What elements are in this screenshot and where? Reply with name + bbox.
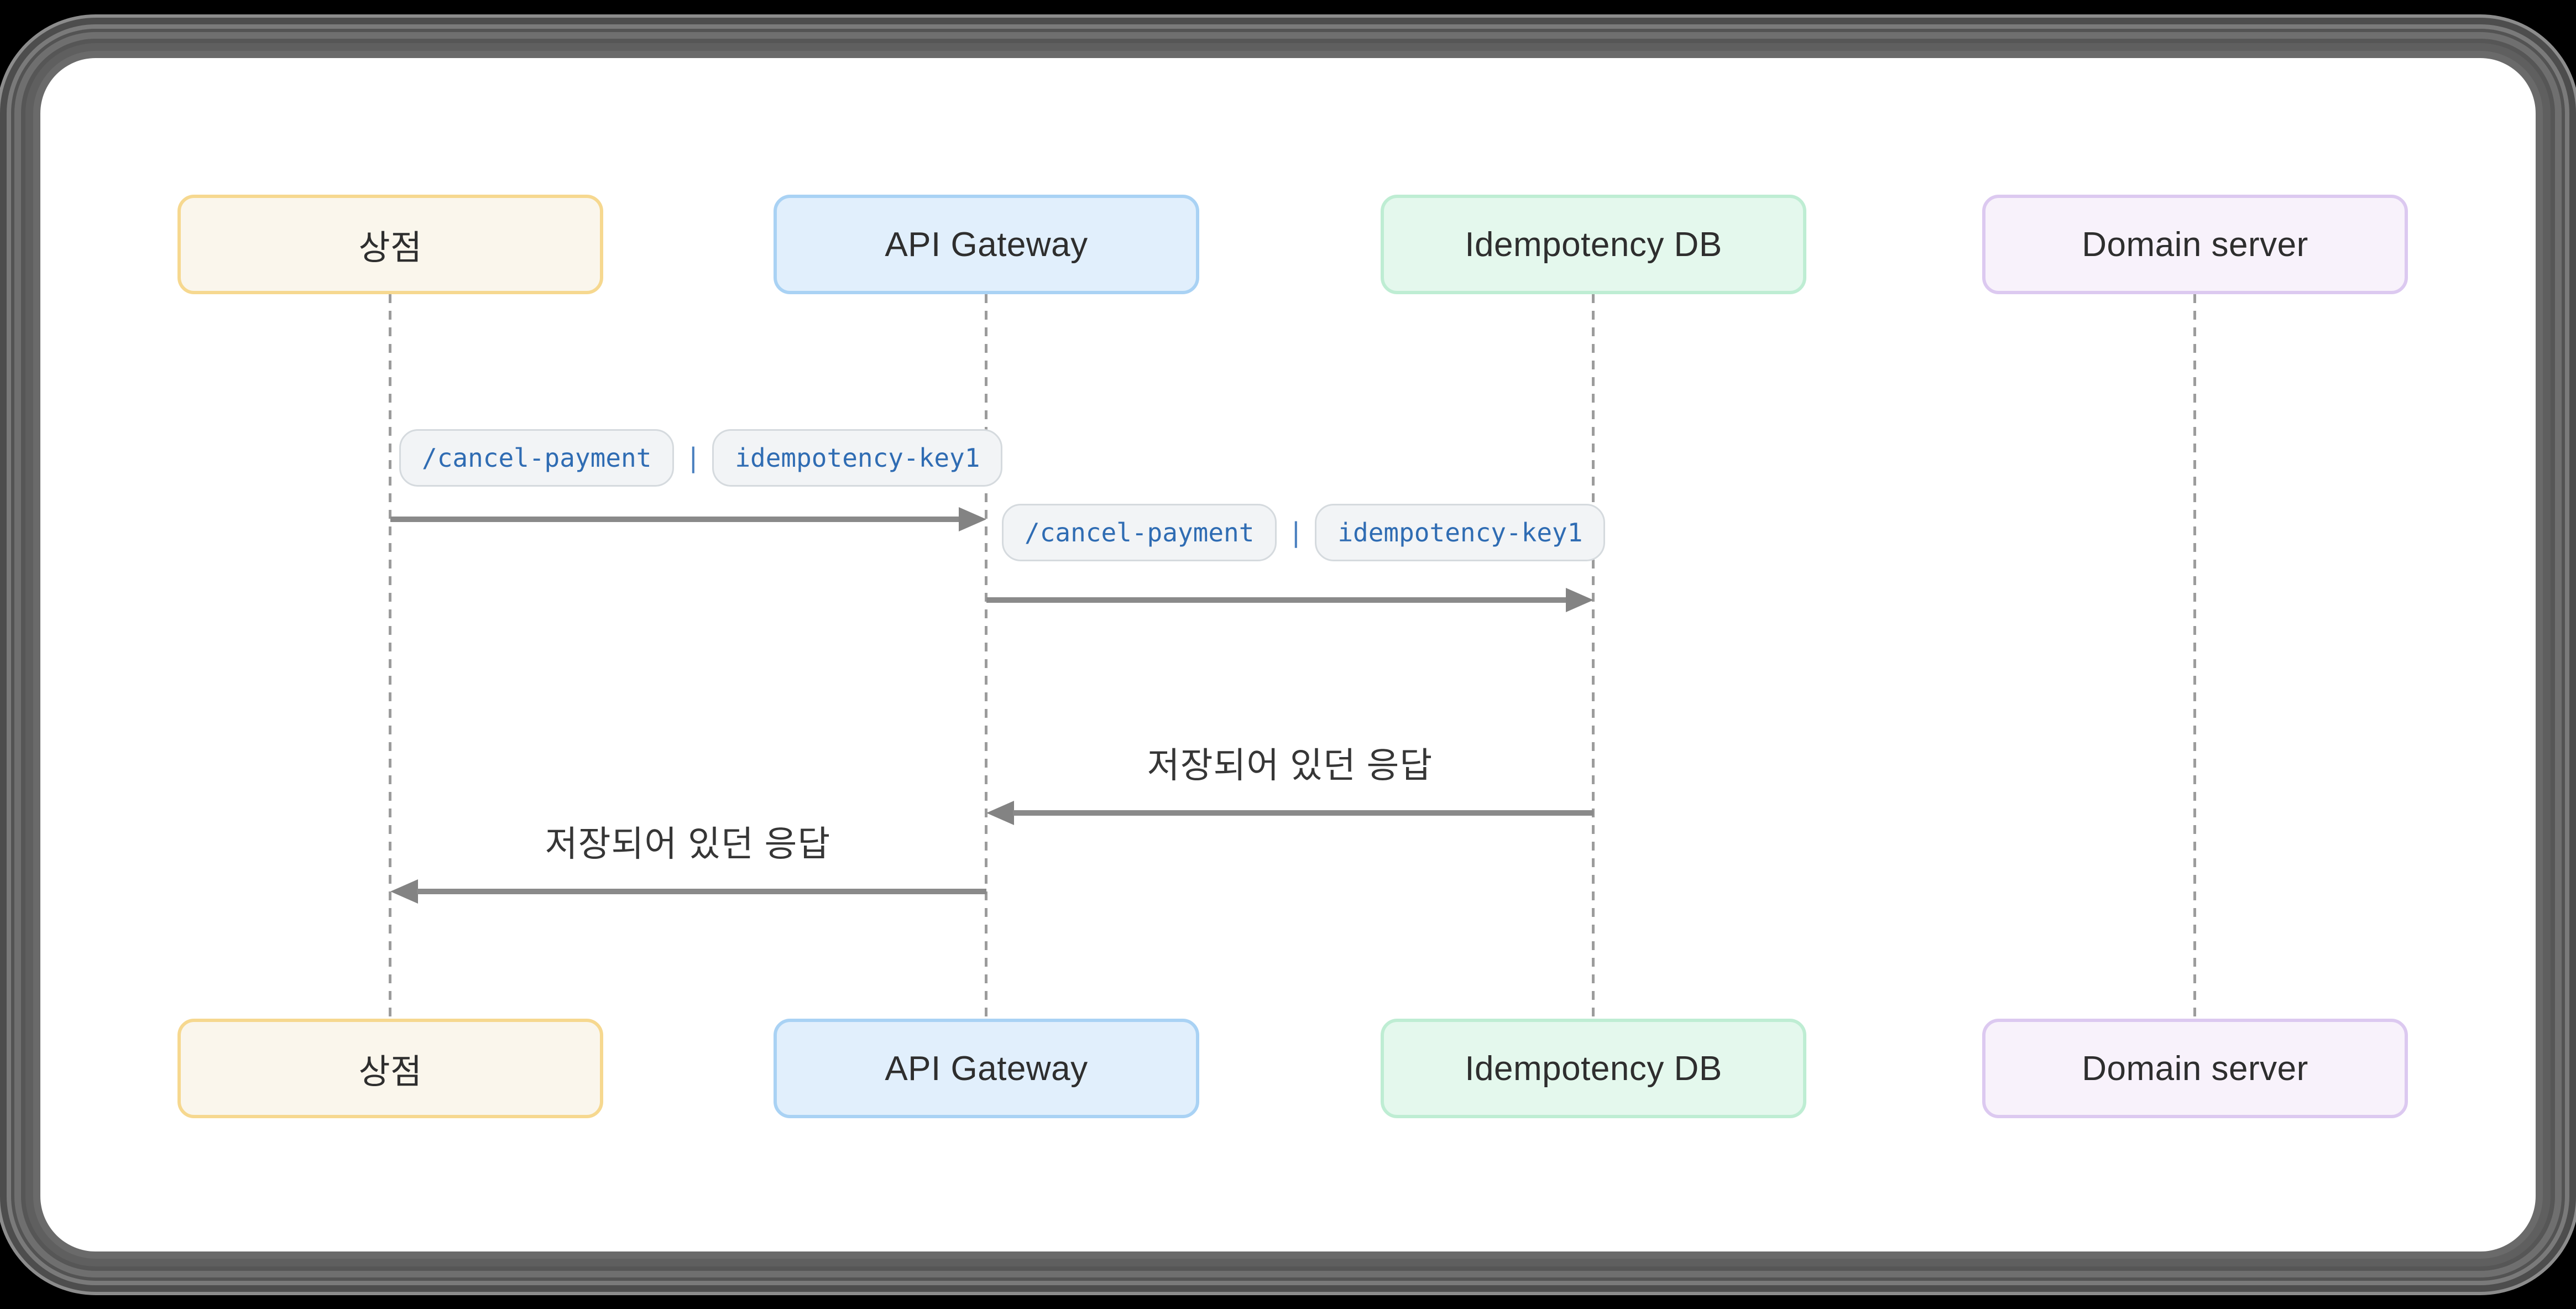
- message-1-label: /cancel-payment | idempotency-key1: [399, 429, 1003, 487]
- arrowhead-left-icon: [390, 879, 418, 904]
- lifeline-store: [389, 294, 391, 1019]
- code-chip: /cancel-payment: [1002, 504, 1277, 561]
- actor-label-idempotency-db: Idempotency DB: [1465, 1049, 1722, 1088]
- actor-box-store-top: 상점: [177, 195, 603, 294]
- chip-separator: |: [1288, 517, 1304, 548]
- actor-box-domain-server-bottom: Domain server: [1982, 1019, 2408, 1118]
- lifeline-domain-server: [2193, 294, 2196, 1019]
- arrowhead-right-icon: [1566, 588, 1593, 612]
- actor-label-domain-server: Domain server: [2082, 1049, 2308, 1088]
- actor-box-store-bottom: 상점: [177, 1019, 603, 1118]
- message-3-label: 저장되어 있던 응답: [1147, 745, 1433, 785]
- actor-label-domain-server: Domain server: [2082, 225, 2308, 264]
- actor-label-idempotency-db: Idempotency DB: [1465, 225, 1722, 264]
- actor-label-api-gateway: API Gateway: [885, 1049, 1088, 1088]
- actor-box-idempotency-db-top: Idempotency DB: [1381, 195, 1806, 294]
- arrowhead-right-icon: [959, 507, 986, 531]
- message-2-arrow-line: [986, 597, 1568, 603]
- actor-box-idempotency-db-bottom: Idempotency DB: [1381, 1019, 1806, 1118]
- actor-label-store: 상점: [358, 1053, 422, 1091]
- actor-box-api-gateway-top: API Gateway: [774, 195, 1199, 294]
- chip-separator: |: [685, 442, 702, 473]
- actor-label-store: 상점: [358, 229, 422, 267]
- message-2-label: /cancel-payment | idempotency-key1: [1002, 504, 1606, 561]
- code-chip: idempotency-key1: [1315, 504, 1606, 561]
- lifeline-idempotency-db: [1592, 294, 1595, 1019]
- arrowhead-left-icon: [986, 801, 1014, 825]
- code-chip: /cancel-payment: [399, 429, 675, 487]
- message-4-label: 저장되어 있던 응답: [545, 824, 831, 864]
- actor-label-api-gateway: API Gateway: [885, 225, 1088, 264]
- actor-box-domain-server-top: Domain server: [1982, 195, 2408, 294]
- code-chip: idempotency-key1: [712, 429, 1003, 487]
- actor-box-api-gateway-bottom: API Gateway: [774, 1019, 1199, 1118]
- lifeline-api-gateway: [985, 294, 987, 1019]
- message-1-arrow-line: [390, 517, 961, 522]
- message-4-arrow-line: [417, 889, 986, 894]
- message-3-arrow-line: [1013, 810, 1593, 816]
- diagram-panel: 상점 API Gateway Idempotency DB Domain ser…: [40, 58, 2536, 1251]
